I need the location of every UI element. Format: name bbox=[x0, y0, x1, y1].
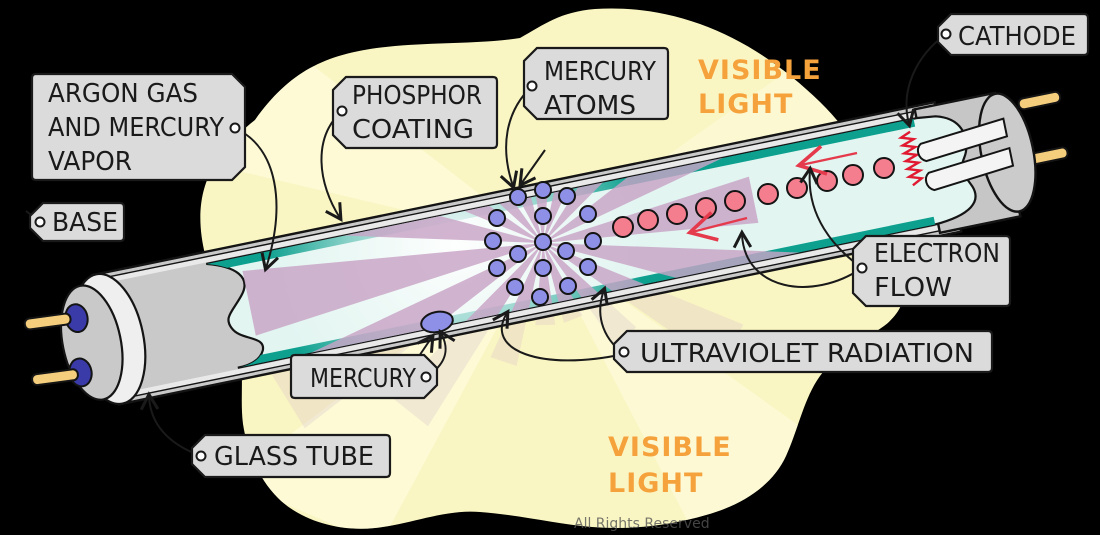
electron bbox=[612, 216, 634, 238]
tag-shape bbox=[851, 234, 1012, 308]
uv-ray bbox=[242, 243, 543, 336]
annotation-visible-light-top: VISIBLE LIGHT bbox=[698, 55, 822, 120]
watermark: All Rights Reserved bbox=[574, 516, 710, 532]
visible-light-text: VISIBLE bbox=[608, 432, 732, 463]
electron bbox=[637, 209, 659, 231]
tag-eyelet bbox=[940, 28, 952, 40]
base-pin bbox=[31, 368, 79, 387]
mercury-atom bbox=[534, 259, 552, 277]
mercury-atom bbox=[584, 232, 602, 250]
mercury-atom bbox=[488, 259, 506, 277]
electron bbox=[786, 177, 808, 199]
tag-shape bbox=[522, 46, 670, 121]
tag-eyelet bbox=[34, 216, 46, 228]
mercury-atom bbox=[557, 242, 575, 260]
leader-mercury-atoms-fork bbox=[518, 149, 546, 188]
electron-stream bbox=[612, 157, 895, 238]
label-text: MERCURY bbox=[310, 364, 416, 394]
leader-uv-1 bbox=[492, 308, 625, 362]
label-mercury-atoms: MERCURY ATOMS bbox=[522, 46, 670, 121]
visible-light-text: LIGHT bbox=[608, 468, 703, 499]
mercury-atom bbox=[531, 288, 549, 306]
label-text: ARGON GAS bbox=[48, 79, 198, 109]
mercury-atom bbox=[579, 205, 597, 223]
electron bbox=[695, 197, 717, 219]
leader-electron-flow-1 bbox=[732, 229, 863, 288]
tag-shape bbox=[936, 12, 1090, 57]
visible-light-text: VISIBLE bbox=[698, 55, 822, 86]
label-text: ELECTRON bbox=[874, 239, 1000, 269]
tag-shape bbox=[190, 433, 392, 479]
mercury-atom bbox=[484, 232, 502, 250]
electron bbox=[873, 157, 895, 179]
mercury-atom bbox=[488, 209, 506, 227]
tag-shape bbox=[612, 329, 994, 374]
electron bbox=[724, 190, 746, 212]
mercury-atom bbox=[506, 278, 524, 296]
leader-glass-tube bbox=[139, 391, 202, 457]
label-text: BASE bbox=[52, 208, 118, 238]
mercury-atom bbox=[559, 277, 577, 295]
mercury-atom bbox=[534, 181, 552, 199]
mercury-atom bbox=[558, 187, 576, 205]
label-text: PHOSPHOR bbox=[352, 81, 482, 111]
tag-shape bbox=[331, 75, 499, 150]
tag-eyelet bbox=[336, 105, 348, 117]
tag-shape bbox=[30, 72, 247, 182]
light-streak bbox=[543, 243, 840, 529]
tag-eyelet bbox=[195, 450, 207, 462]
electron bbox=[757, 183, 779, 205]
electron bbox=[666, 203, 688, 225]
label-text: ATOMS bbox=[544, 91, 636, 121]
mercury-atom bbox=[579, 258, 597, 276]
tag-eyelet bbox=[229, 122, 241, 134]
label-text: FLOW bbox=[874, 273, 952, 303]
label-text: GLASS TUBE bbox=[214, 442, 374, 472]
label-text: AND MERCURY bbox=[48, 113, 224, 143]
mercury-atom bbox=[509, 188, 527, 206]
label-glass-tube: GLASS TUBE bbox=[190, 433, 392, 479]
tag-eyelet bbox=[618, 346, 630, 358]
tag-eyelet bbox=[856, 262, 868, 274]
tag-shape bbox=[289, 353, 439, 400]
base-pin bbox=[23, 312, 72, 331]
label-mercury: MERCURY bbox=[289, 353, 439, 400]
mercury-atoms-group bbox=[484, 181, 602, 306]
label-phosphor-coating: PHOSPHOR COATING bbox=[331, 75, 499, 150]
mercury-atom bbox=[534, 207, 552, 225]
label-text: MERCURY bbox=[544, 57, 656, 87]
electron-flow-arrow bbox=[795, 144, 858, 176]
label-base: BASE bbox=[28, 201, 126, 243]
label-argon-gas: ARGON GAS AND MERCURY VAPOR bbox=[30, 72, 247, 182]
label-electron-flow: ELECTRON FLOW bbox=[851, 234, 1012, 308]
electron bbox=[842, 164, 864, 186]
visible-light-text: LIGHT bbox=[698, 89, 793, 120]
mercury-atom bbox=[534, 233, 552, 251]
electron bbox=[816, 170, 838, 192]
leader-argon-gas bbox=[234, 127, 280, 273]
electron-flow-arrow bbox=[686, 211, 748, 242]
label-text: ULTRAVIOLET RADIATION bbox=[640, 339, 974, 369]
tag-eyelet bbox=[420, 371, 432, 383]
label-text: VAPOR bbox=[48, 147, 132, 177]
cathode-pin bbox=[1017, 90, 1062, 111]
annotation-visible-light-bottom: VISIBLE LIGHT bbox=[608, 432, 732, 499]
label-text: CATHODE bbox=[958, 22, 1076, 52]
label-ultraviolet-radiation: ULTRAVIOLET RADIATION bbox=[612, 329, 994, 374]
mercury-atom bbox=[509, 245, 527, 263]
label-cathode: CATHODE bbox=[936, 12, 1090, 57]
tag-shape bbox=[28, 201, 126, 243]
label-text: COATING bbox=[352, 115, 474, 145]
tag-eyelet bbox=[526, 80, 538, 92]
